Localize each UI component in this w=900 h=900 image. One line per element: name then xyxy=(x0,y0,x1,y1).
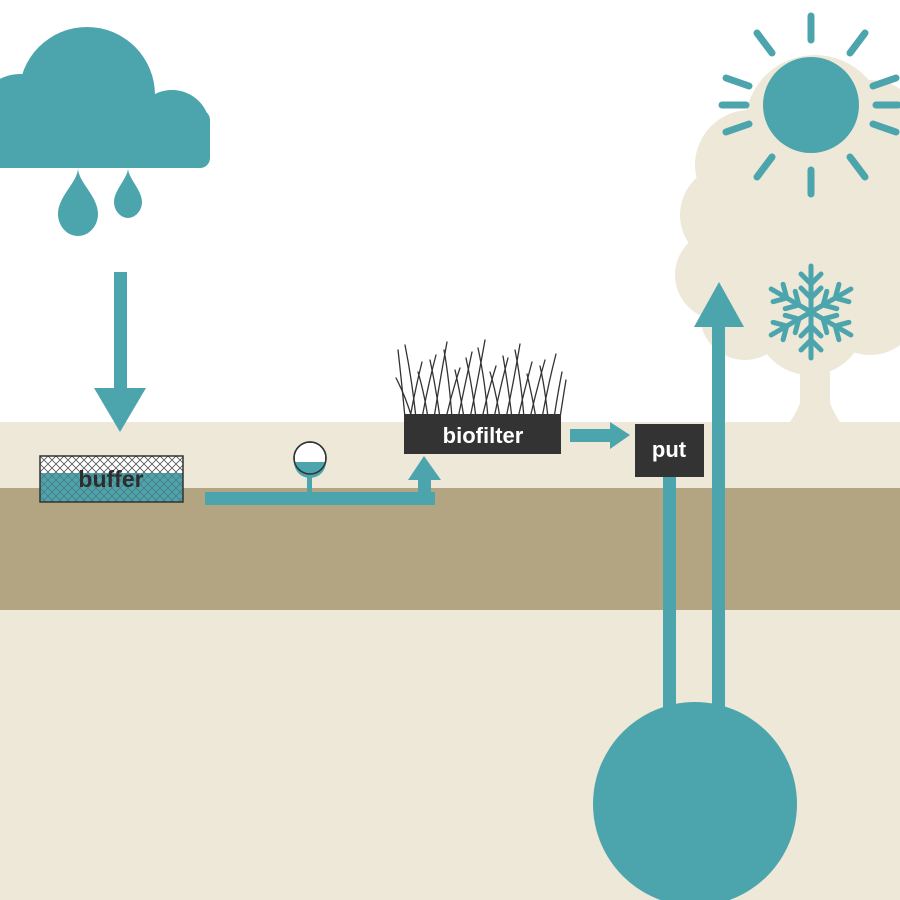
put-label: put xyxy=(652,437,687,462)
snowflake-icon xyxy=(768,263,854,361)
biofilter-box xyxy=(404,414,561,454)
put-box xyxy=(635,424,704,477)
buffer-label: buffer xyxy=(78,466,143,492)
aquifer-reservoir xyxy=(593,702,797,900)
biofilter-to-put-arrow xyxy=(570,422,630,449)
biofilter-label: biofilter xyxy=(443,423,524,448)
aquifer-up-arrow xyxy=(694,282,744,718)
rain-cloud-icon xyxy=(0,27,210,236)
rain-down-arrow xyxy=(94,272,146,432)
soil-layer xyxy=(0,488,900,610)
put-to-aquifer-pipe xyxy=(663,477,676,717)
sun-icon xyxy=(718,12,900,198)
buffer-to-biofilter-pipe xyxy=(205,456,441,505)
buffer-tank xyxy=(39,455,184,503)
water-level-sensor-icon xyxy=(293,441,327,494)
